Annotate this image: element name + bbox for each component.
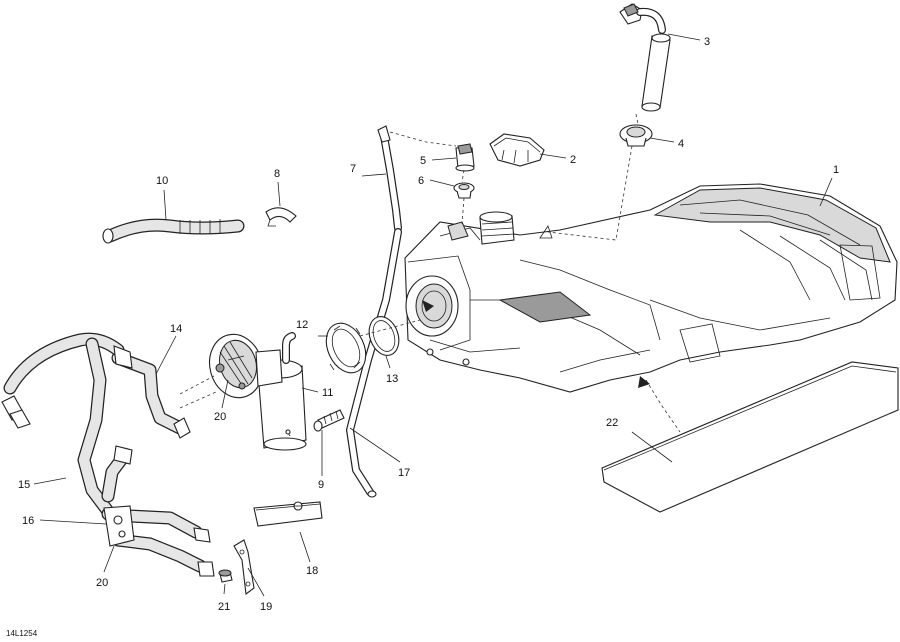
callout-10[interactable]: 10 — [156, 175, 168, 187]
part-2-fuel-cap[interactable] — [489, 133, 545, 167]
part-13-o-ring[interactable] — [364, 312, 404, 359]
part-4-grommet[interactable] — [619, 124, 653, 147]
callout-5[interactable]: 5 — [420, 155, 426, 167]
arrow-head-pad — [638, 376, 650, 388]
callout-3[interactable]: 3 — [704, 36, 710, 48]
part-19-bracket[interactable] — [233, 539, 255, 596]
callout-16[interactable]: 16 — [22, 515, 34, 527]
part-8-clamp[interactable] — [265, 207, 297, 227]
callout-4[interactable]: 4 — [678, 138, 684, 150]
arrow-head-vent — [539, 225, 553, 239]
part-11-fuel-pump[interactable] — [203, 328, 307, 451]
callout-21[interactable]: 21 — [218, 601, 230, 613]
part-5-valve[interactable] — [455, 143, 475, 172]
callout-15[interactable]: 15 — [18, 479, 30, 491]
part-22-pad[interactable] — [601, 361, 899, 513]
callout-20-pump[interactable]: 20 — [214, 411, 226, 423]
leader-lines — [33, 33, 833, 597]
callout-12[interactable]: 12 — [296, 319, 308, 331]
callout-19[interactable]: 19 — [260, 601, 272, 613]
callout-6[interactable]: 6 — [418, 175, 424, 187]
part-14-hose[interactable] — [1, 332, 191, 439]
part-18-strainer[interactable] — [253, 501, 323, 527]
callout-7[interactable]: 7 — [350, 163, 356, 175]
part-15-hose[interactable] — [77, 337, 133, 521]
callout-8[interactable]: 8 — [274, 168, 280, 180]
callout-13[interactable]: 13 — [386, 373, 398, 385]
part-17-hose[interactable] — [346, 228, 402, 498]
part-3-vent-tube[interactable] — [619, 3, 671, 112]
part-9-fitting[interactable] — [313, 409, 345, 432]
callout-14[interactable]: 14 — [170, 323, 182, 335]
callout-labels: 1 2 3 4 5 6 7 8 9 10 11 12 13 14 15 16 1… — [18, 36, 839, 613]
part-12-lock-ring[interactable] — [319, 317, 374, 379]
callout-2[interactable]: 2 — [570, 154, 576, 166]
callout-11[interactable]: 11 — [322, 387, 333, 399]
drawing-code: 14L1254 — [6, 629, 38, 638]
part-21-screw[interactable] — [218, 569, 233, 583]
callout-18[interactable]: 18 — [306, 565, 318, 577]
callout-17[interactable]: 17 — [398, 467, 410, 479]
assembly-dashed-lines — [179, 113, 681, 433]
part-16-hose[interactable] — [101, 505, 215, 577]
callout-22[interactable]: 22 — [606, 417, 618, 429]
callout-20-hose[interactable]: 20 — [96, 577, 108, 589]
part-1-fuel-tank[interactable] — [404, 183, 898, 393]
part-10-hose[interactable] — [102, 218, 245, 244]
arrow-head-pump — [422, 300, 434, 312]
part-6-grommet[interactable] — [453, 182, 475, 199]
callout-9[interactable]: 9 — [318, 479, 324, 491]
callout-1[interactable]: 1 — [833, 164, 839, 176]
part-7-vent-hose[interactable] — [377, 125, 402, 232]
